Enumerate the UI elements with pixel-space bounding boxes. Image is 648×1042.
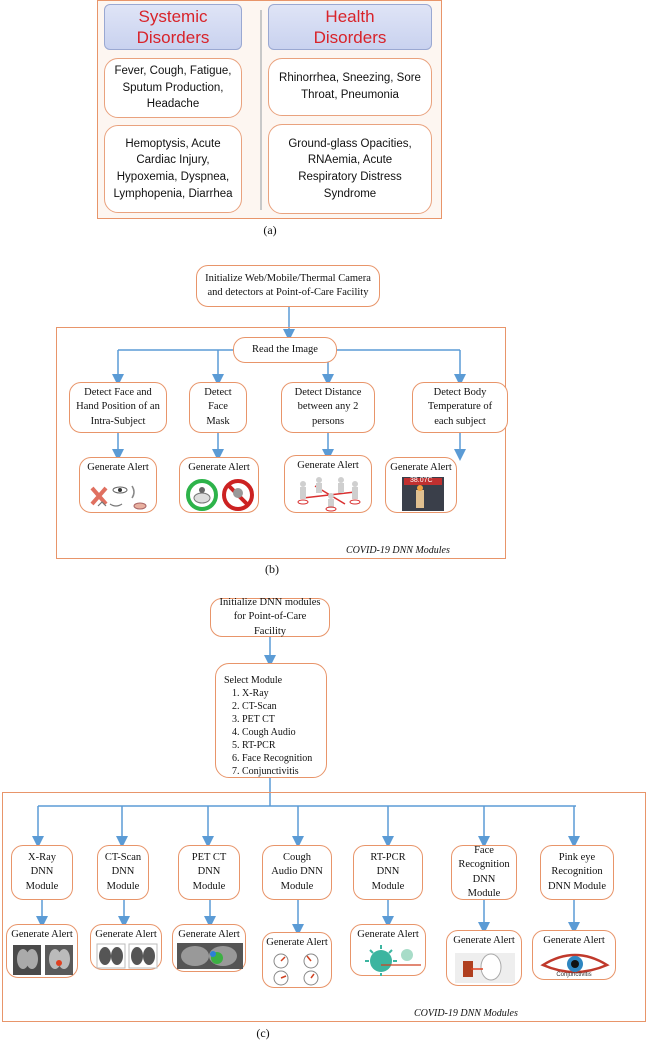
caption-b: (b) bbox=[265, 562, 279, 576]
alert-face-mask: Generate Alert bbox=[179, 457, 259, 513]
social-distance-icon bbox=[297, 477, 361, 512]
face-touch-icon bbox=[90, 485, 147, 510]
alert-label: Generate Alert bbox=[95, 929, 157, 940]
module-list-item: RT-PCR bbox=[242, 739, 320, 752]
health-symptoms-box-2: Ground-glass Opacities, RNAemia, Acute R… bbox=[268, 124, 432, 214]
module-list-item: CT-Scan bbox=[242, 700, 320, 713]
select-module-title: Select Module bbox=[224, 675, 283, 686]
ctscan-module-box: CT-Scan DNN Module bbox=[97, 845, 149, 900]
panel-b-frame bbox=[56, 327, 506, 559]
alert-distance: Generate Alert bbox=[284, 455, 372, 513]
xray-image-icon bbox=[13, 945, 73, 975]
module-list-item: Cough Audio bbox=[242, 726, 320, 739]
init-camera-box: Initialize Web/Mobile/Thermal Camera and… bbox=[196, 265, 380, 307]
select-module-box: Select Module X-Ray CT-Scan PET CT Cough… bbox=[215, 663, 327, 778]
alert-label: Generate Alert bbox=[297, 460, 359, 471]
alert-petct: Generate Alert bbox=[172, 924, 246, 972]
panel-c-frame bbox=[2, 792, 646, 1022]
audio-gauges-icon bbox=[273, 953, 319, 986]
panel-a-divider bbox=[260, 10, 262, 210]
face-scan-icon bbox=[455, 953, 515, 983]
thermal-readout: 38.07C bbox=[410, 477, 433, 484]
caption-c: (c) bbox=[256, 1026, 270, 1040]
module-list-item: PET CT bbox=[242, 713, 320, 726]
alert-label: Generate Alert bbox=[453, 935, 515, 946]
detect-temperature-box: Detect Body Temperature of each subject bbox=[412, 382, 508, 433]
virus-icon bbox=[365, 945, 421, 976]
xray-module-box: X-Ray DNN Module bbox=[11, 845, 73, 900]
thermal-camera-icon bbox=[402, 477, 444, 511]
panel-c-frame-label: COVID-19 DNN Modules bbox=[414, 1008, 518, 1019]
alert-temperature: Generate Alert 38.07C bbox=[385, 457, 457, 513]
systemic-symptoms-box-1: Fever, Cough, Fatigue, Sputum Production… bbox=[104, 58, 242, 118]
module-list-item: X-Ray bbox=[242, 687, 320, 700]
face-recognition-module-box: Face Recognition DNN Module bbox=[451, 845, 517, 900]
pet-ct-icon bbox=[177, 943, 243, 969]
alert-label: Generate Alert bbox=[87, 462, 149, 473]
alert-rtpcr: Generate Alert bbox=[350, 924, 426, 976]
health-disorders-heading: Health Disorders bbox=[268, 4, 432, 50]
systemic-disorders-heading: Systemic Disorders bbox=[104, 4, 242, 50]
module-list: X-Ray CT-Scan PET CT Cough Audio RT-PCR … bbox=[224, 687, 320, 778]
petct-module-box: PET CT DNN Module bbox=[178, 845, 240, 900]
mask-icon bbox=[186, 479, 254, 511]
alert-label: Generate Alert bbox=[188, 462, 250, 473]
pink-eye-module-box: Pink eye Recognition DNN Module bbox=[540, 845, 614, 900]
alert-xray: Generate Alert bbox=[6, 924, 78, 978]
detect-face-hand-box: Detect Face and Hand Position of an Intr… bbox=[69, 382, 167, 433]
alert-cough-audio: Generate Alert bbox=[262, 932, 332, 988]
eye-caption: Conjunctivitis bbox=[556, 972, 592, 978]
systemic-symptoms-box-2: Hemoptysis, Acute Cardiac Injury, Hypoxe… bbox=[104, 125, 242, 213]
alert-label: Generate Alert bbox=[357, 929, 419, 940]
eye-icon bbox=[540, 953, 610, 974]
alert-label: Generate Alert bbox=[543, 935, 605, 946]
ct-scan-icon bbox=[96, 943, 158, 969]
detect-face-mask-box: Detect Face Mask bbox=[189, 382, 247, 433]
caption-a: (a) bbox=[263, 223, 277, 237]
alert-label: Generate Alert bbox=[11, 929, 73, 940]
alert-face-hand: Generate Alert bbox=[79, 457, 157, 513]
rtpcr-module-box: RT-PCR DNN Module bbox=[353, 845, 423, 900]
module-list-item: Face Recognition bbox=[242, 752, 320, 765]
alert-ctscan: Generate Alert bbox=[90, 924, 162, 970]
alert-label: Generate Alert bbox=[390, 462, 452, 473]
alert-label: Generate Alert bbox=[266, 937, 328, 948]
alert-label: Generate Alert bbox=[178, 929, 240, 940]
alert-face-recognition: Generate Alert bbox=[446, 930, 522, 986]
health-symptoms-box-1: Rhinorrhea, Sneezing, Sore Throat, Pneum… bbox=[268, 58, 432, 116]
init-dnn-box: Initialize DNN modules for Point-of-Care… bbox=[210, 597, 330, 637]
detect-distance-box: Detect Distance between any 2 persons bbox=[281, 382, 375, 433]
module-list-item: Conjunctivitis bbox=[242, 765, 320, 778]
panel-b-frame-label: COVID-19 DNN Modules bbox=[346, 545, 450, 556]
cough-audio-module-box: Cough Audio DNN Module bbox=[262, 845, 332, 900]
alert-pink-eye: Generate Alert Conjunctivitis bbox=[532, 930, 616, 980]
read-image-box: Read the Image bbox=[233, 337, 337, 363]
